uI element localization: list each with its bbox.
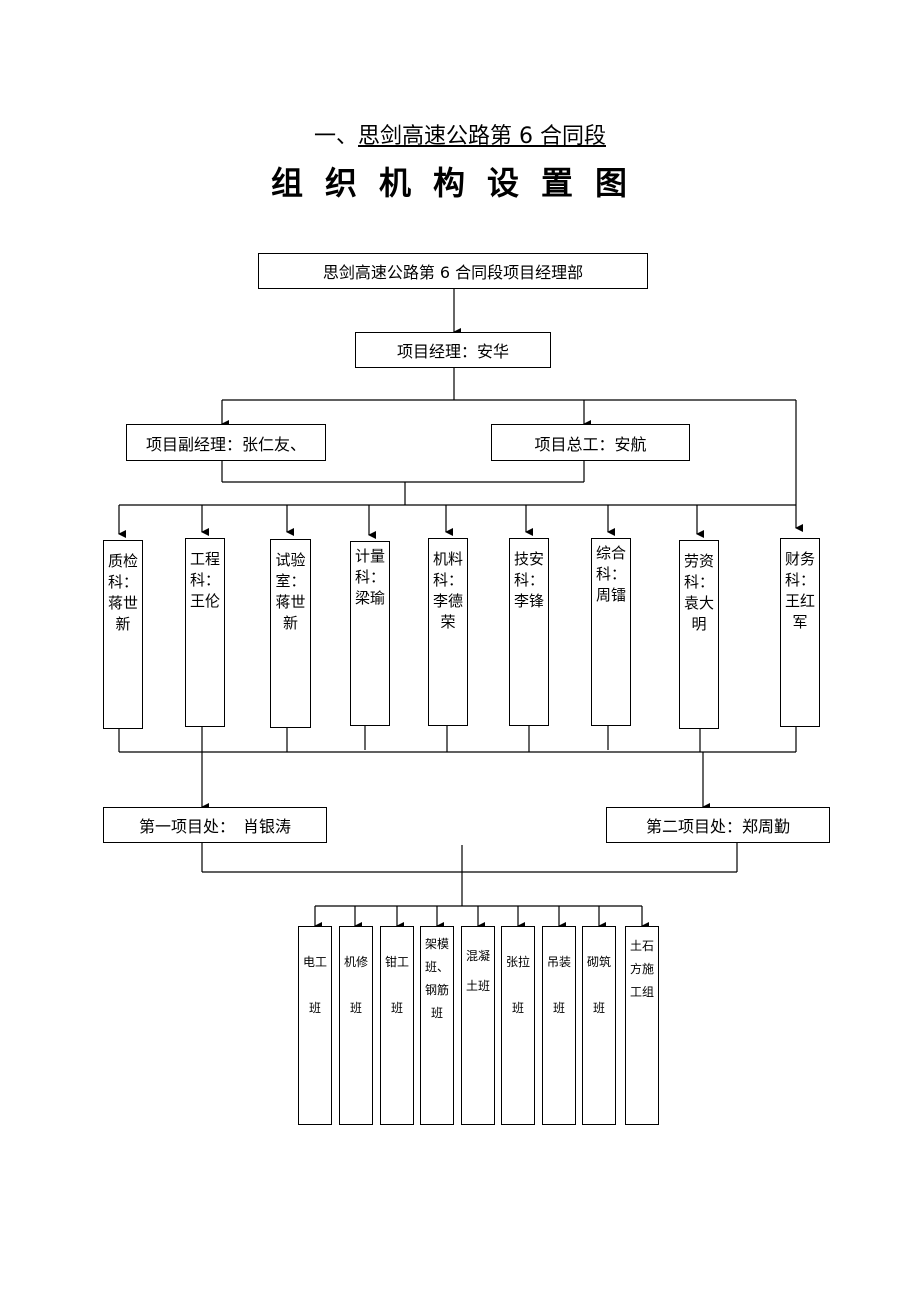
crew-label: 混凝土班 [465,949,490,993]
crew-label: 吊装班 [546,955,571,1015]
dept-label: 劳资科：袁大明 [684,552,715,633]
crew-label: 钳工班 [384,955,409,1015]
dept-safety: 技安科：李锋 [509,538,549,726]
dept-label: 质检科：蒋世新 [108,552,139,633]
title-prefix: 一、 [314,124,359,149]
node-office-2: 第二项目处：郑周勤 [606,807,830,843]
crew-tensioning: 张拉班 [501,926,535,1125]
dept-materials: 机料科：李德荣 [428,538,468,726]
node-project-manager: 项目经理：安华 [355,332,551,368]
dept-label: 财务科：王红军 [785,550,816,631]
dept-general: 综合科：周镭 [591,538,631,726]
dept-label: 技安科：李锋 [514,550,545,610]
dept-finance: 财务科：王红军 [780,538,820,727]
dept-quality: 质检科：蒋世新 [103,540,143,729]
crew-electrician: 电工班 [298,926,332,1125]
node-office-1: 第一项目处： 肖银涛 [103,807,327,843]
node-deputy-manager: 项目副经理：张仁友、 [126,424,326,461]
dept-labor: 劳资科：袁大明 [679,540,719,729]
dept-laboratory: 试验室：蒋世新 [270,539,311,728]
crew-hoisting: 吊装班 [542,926,576,1125]
crew-fitter: 钳工班 [380,926,414,1125]
dept-label: 试验室：蒋世新 [275,551,306,632]
crew-label: 机修班 [343,955,368,1015]
crew-earthwork: 土石方施工组 [625,926,659,1125]
crew-mechanic: 机修班 [339,926,373,1125]
dept-label: 工程科：王伦 [190,550,221,610]
dept-label: 综合科：周镭 [596,544,627,604]
crew-label: 砌筑班 [586,955,611,1015]
node-chief-engineer: 项目总工：安航 [491,424,690,461]
title-main: 思剑高速公路第 6 合同段 [358,124,606,149]
crew-concrete: 混凝土班 [461,926,495,1125]
dept-engineering: 工程科：王伦 [185,538,225,727]
node-hq: 思剑高速公路第 6 合同段项目经理部 [258,253,648,289]
dept-metering: 计量科：梁瑜 [350,541,390,726]
crew-label: 张拉班 [505,955,530,1015]
page-title: 一、思剑高速公路第 6 合同段 [0,118,920,150]
dept-label: 计量科：梁瑜 [355,547,386,607]
page-subtitle: 组织机构设置图 [270,164,649,202]
crew-masonry: 砌筑班 [582,926,616,1125]
crew-formwork-rebar: 架模班、钢筋班 [420,926,454,1125]
dept-label: 机料科：李德荣 [433,550,464,631]
crew-label: 电工班 [302,955,327,1015]
crew-label: 土石方施工组 [629,939,654,999]
crew-label: 架模班、钢筋班 [424,937,449,1020]
